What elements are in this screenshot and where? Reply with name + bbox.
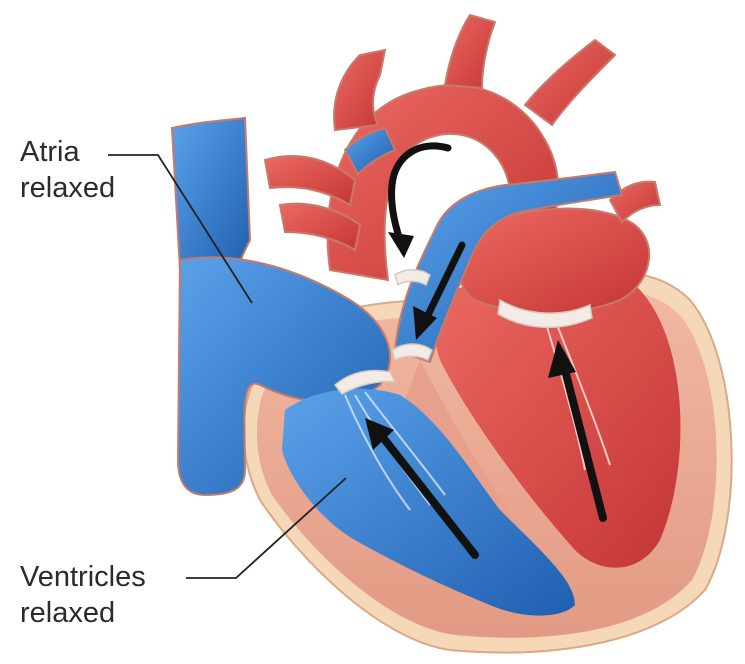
aorta-branch-mid	[445, 15, 495, 88]
label-ventricles-line1: Ventricles	[20, 559, 146, 595]
label-ventricles-relaxed: Ventricles relaxed	[20, 559, 146, 631]
label-atria-line1: Atria	[20, 134, 115, 170]
label-atria-line2: relaxed	[20, 170, 115, 206]
aorta-branch-right	[525, 40, 615, 125]
label-atria-relaxed: Atria relaxed	[20, 134, 115, 206]
label-ventricles-line2: relaxed	[20, 595, 146, 631]
arrowhead-aortic-arch	[388, 232, 414, 258]
